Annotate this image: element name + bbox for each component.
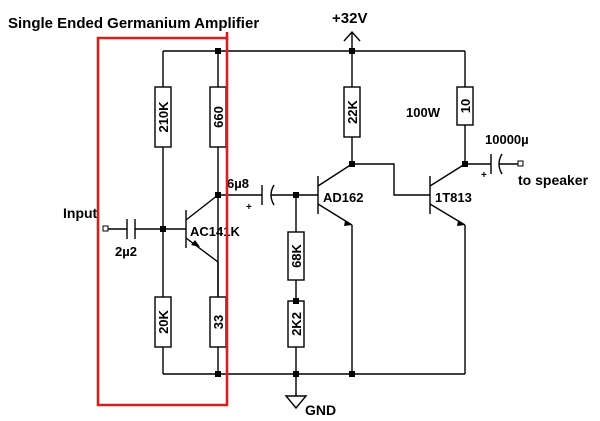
junction-dots	[160, 48, 468, 377]
resistor-r7: 68K	[287, 231, 305, 281]
transistor-q3-label: 1T813	[435, 190, 472, 205]
resistor-r1-label: 210K	[156, 101, 171, 133]
resistor-r4: 33	[209, 296, 227, 348]
resistor-r8: 2K2	[287, 300, 305, 348]
output-label: to speaker	[518, 172, 589, 188]
diagram-title: Single Ended Germanium Amplifier	[8, 15, 259, 32]
wires	[108, 30, 518, 396]
resistor-r2: 660	[209, 86, 227, 148]
resistor-r5: 22K	[343, 86, 361, 138]
transistor-q2	[317, 163, 353, 226]
input-label: Input	[63, 205, 98, 221]
input-terminal	[102, 225, 109, 232]
resistor-r7-label: 68K	[289, 243, 304, 267]
ground-label: GND	[305, 402, 336, 418]
capacitor-coupling-label: 6µ8	[227, 176, 249, 191]
capacitor-output-label: 10000µ	[485, 132, 529, 147]
resistor-r3-label: 20K	[156, 309, 171, 333]
transistor-q3	[429, 163, 466, 226]
capacitor-output: +	[481, 153, 503, 181]
resistor-r4-label: 33	[211, 315, 226, 329]
resistor-r5-label: 22K	[345, 99, 360, 123]
resistor-r8-label: 2K2	[289, 312, 304, 336]
capacitor-input	[126, 219, 136, 239]
capacitor-output-plus: +	[481, 170, 487, 181]
highlight-box	[96, 32, 229, 407]
capacitor-input-label: 2µ2	[115, 244, 137, 259]
resistor-r2-label: 660	[211, 106, 226, 128]
capacitor-coupling: +	[246, 184, 275, 213]
capacitor-coupling-plus: +	[246, 202, 252, 213]
resistor-r6: 10	[456, 86, 474, 126]
resistor-r6-label: 10	[458, 99, 473, 113]
supply-label: +32V	[332, 10, 367, 27]
transistor-q1-label: AC141K	[190, 224, 240, 239]
output-terminal	[517, 160, 524, 167]
transistor-q1	[185, 194, 219, 297]
resistor-r6-power-label: 100W	[406, 105, 441, 120]
resistor-r1: 210K	[154, 86, 172, 148]
transistor-q2-label: AD162	[323, 190, 363, 205]
ground-symbol	[284, 395, 308, 410]
resistor-r3: 20K	[154, 296, 172, 348]
